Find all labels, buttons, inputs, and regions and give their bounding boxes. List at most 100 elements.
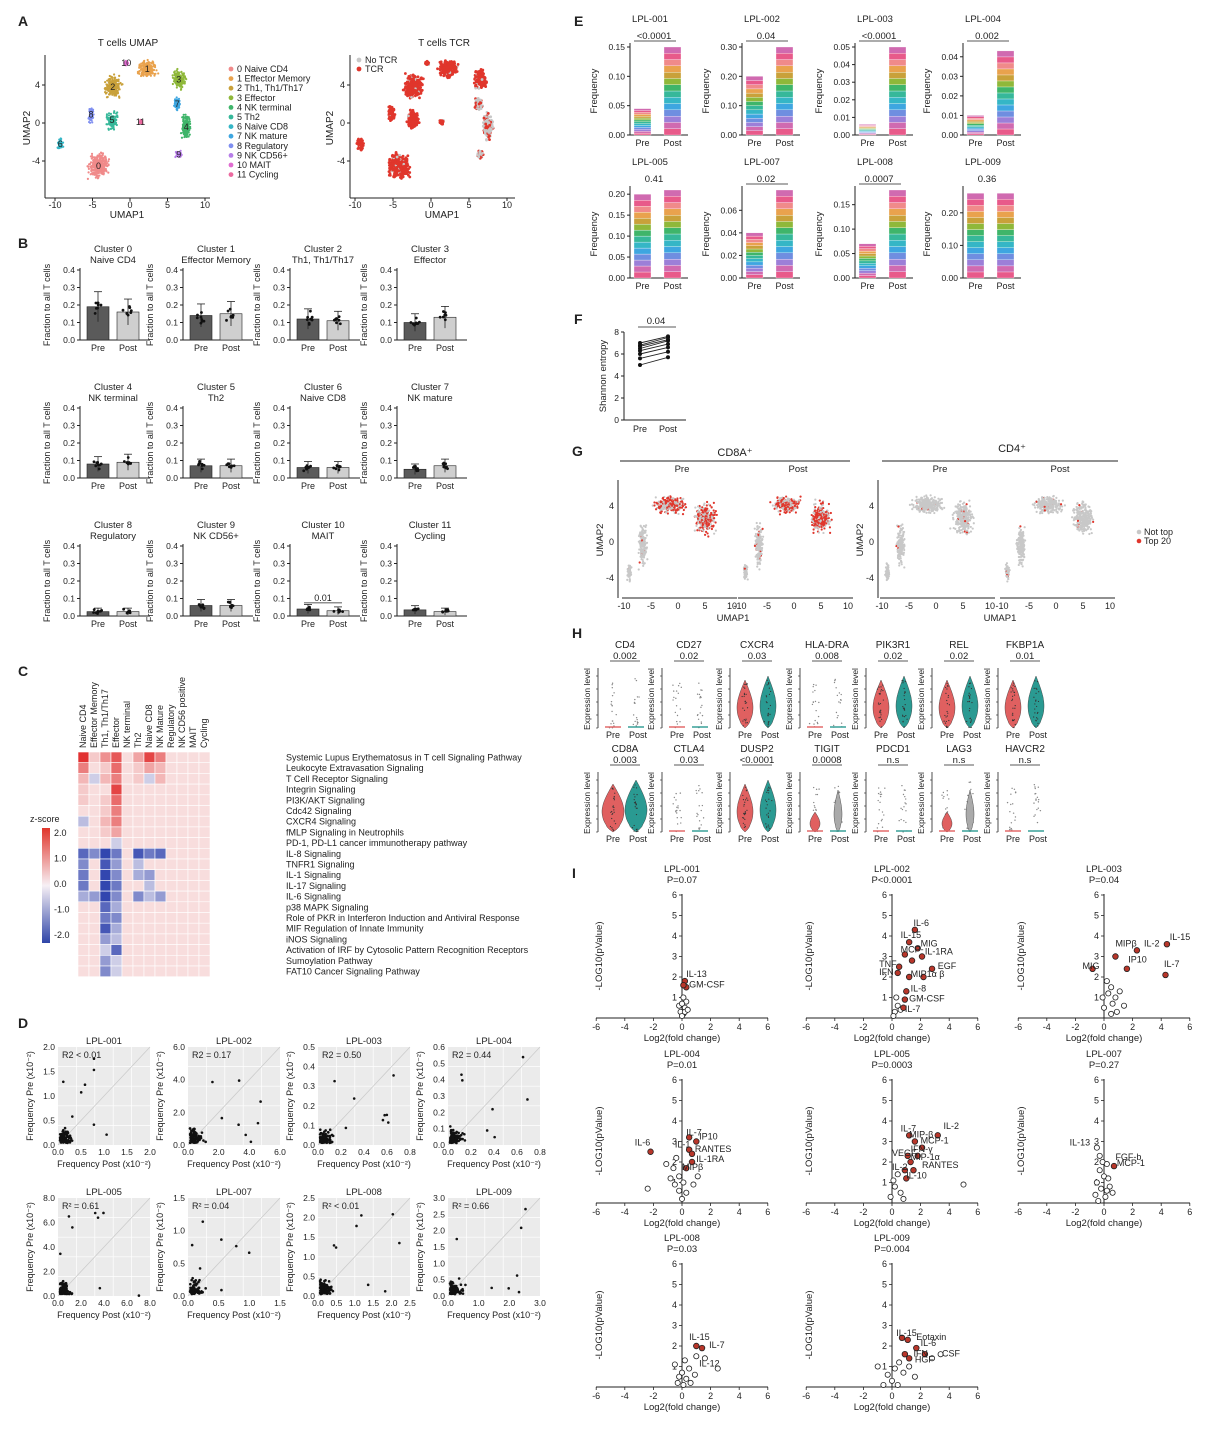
zscore-tick-label: 0.0 — [54, 879, 67, 889]
heatmap-cell — [144, 870, 155, 881]
clone-point — [329, 1140, 332, 1143]
heatmap-cell — [199, 784, 210, 795]
heatmap-cell — [188, 891, 199, 902]
clone-point — [244, 1134, 247, 1137]
heatmap-cell — [133, 913, 144, 924]
heatmap-cell — [111, 795, 122, 806]
tcr-cell — [393, 174, 396, 177]
x-axis-title: Frequency Post (x10⁻²) — [317, 1159, 411, 1169]
heatmap-cell — [166, 763, 177, 774]
heatmap-cell — [89, 795, 100, 806]
clone-point — [201, 1291, 204, 1294]
umap-cell — [88, 163, 90, 165]
sample-dot — [412, 609, 415, 612]
clone-point — [59, 1290, 62, 1293]
heatmap-cell — [89, 838, 100, 849]
heatmap-cell — [100, 784, 111, 795]
heatmap-cell — [177, 763, 188, 774]
y-axis-title: Fraction to all T cells — [252, 401, 262, 484]
umap-cell — [107, 164, 109, 166]
tcr-cell — [451, 61, 454, 64]
heatmap-cell — [177, 923, 188, 934]
heatmap-cell — [188, 752, 199, 763]
x-tick-label: 1.0 — [243, 1298, 255, 1308]
heatmap-cell — [199, 880, 210, 891]
plot-title: LPL-007 — [216, 1187, 252, 1198]
clone-point — [327, 1131, 330, 1134]
heatmap-cell — [100, 859, 111, 870]
tcr-cell — [414, 121, 417, 124]
umap-cell — [87, 178, 89, 180]
sample-dot — [439, 316, 442, 319]
x-axis-title: UMAP1 — [110, 210, 145, 221]
heatmap-cell — [100, 773, 111, 784]
umap-cell — [91, 157, 93, 159]
tcr-cell — [404, 172, 407, 175]
heatmap-cell — [188, 763, 199, 774]
cluster-number-label: 5 — [109, 115, 114, 125]
tcr-cell — [474, 84, 477, 87]
clone-point — [464, 1139, 467, 1142]
heatmap-cell — [144, 838, 155, 849]
y-tick-label: 0.2 — [273, 438, 285, 448]
x-tick-label: 0.2 — [465, 1147, 477, 1157]
plot-title: Cluster 6 — [304, 382, 342, 393]
heatmap-cell — [177, 902, 188, 913]
umap-cell — [139, 70, 141, 72]
x-tick-label: 0.5 — [75, 1147, 87, 1157]
sample-dot — [97, 464, 100, 467]
clone-point — [71, 1292, 74, 1295]
y-tick-label: 6.0 — [43, 1218, 55, 1228]
y-tick-label: 0.0 — [380, 473, 392, 483]
heatmap-cell — [166, 859, 177, 870]
tcr-cell — [486, 119, 489, 122]
umap-cell — [107, 160, 109, 162]
y-axis-title: Frequency Pre (x10⁻²) — [415, 1051, 425, 1141]
heatmap-cell — [133, 848, 144, 859]
heatmap-cell — [177, 752, 188, 763]
y-tick-label: 0.0 — [166, 473, 178, 483]
tcr-cell — [487, 131, 490, 134]
sample-dot — [200, 311, 203, 314]
heatmap-cell — [78, 763, 89, 774]
clone-point — [191, 1277, 194, 1280]
tcr-cell — [408, 171, 411, 174]
clone-point — [196, 1141, 199, 1144]
legend-entry: 11 Cycling — [237, 170, 278, 180]
heatmap-cell — [177, 773, 188, 784]
y-tick-label: 0.0 — [63, 611, 75, 621]
sample-dot — [338, 315, 341, 318]
sample-dot — [308, 608, 311, 611]
heatmap-cell — [188, 966, 199, 977]
y-tick-label: 0.3 — [380, 559, 392, 569]
heatmap-cell — [199, 838, 210, 849]
tcr-cell — [404, 93, 407, 96]
x-tick-label: 1.5 — [274, 1298, 286, 1308]
heatmap-cell — [166, 827, 177, 838]
y-tick-label: 0.3 — [380, 421, 392, 431]
heatmap-cell — [111, 838, 122, 849]
y-axis-title: UMAP2 — [325, 110, 336, 145]
umap-cell — [184, 82, 186, 84]
heatmap-cell — [78, 880, 89, 891]
clone-point — [191, 1293, 194, 1296]
y-tick-label: 0.3 — [166, 559, 178, 569]
sample-dot — [94, 464, 97, 467]
clone-point — [84, 1083, 87, 1086]
heatmap-cell — [188, 859, 199, 870]
tcr-cell — [391, 160, 394, 163]
legend-swatch — [229, 76, 234, 81]
sample-dot — [227, 601, 230, 604]
tcr-cell — [395, 170, 398, 173]
umap-cell — [143, 61, 145, 63]
group-label: Post — [436, 343, 455, 353]
clone-point — [71, 1226, 74, 1229]
sample-dot — [123, 460, 126, 463]
sample-dot — [410, 321, 413, 324]
heatmap-row-label: PD-1, PD-L1 cancer immunotherapy pathway — [286, 838, 468, 848]
cluster-number-label: 2 — [110, 82, 115, 92]
heatmap-cell — [155, 752, 166, 763]
